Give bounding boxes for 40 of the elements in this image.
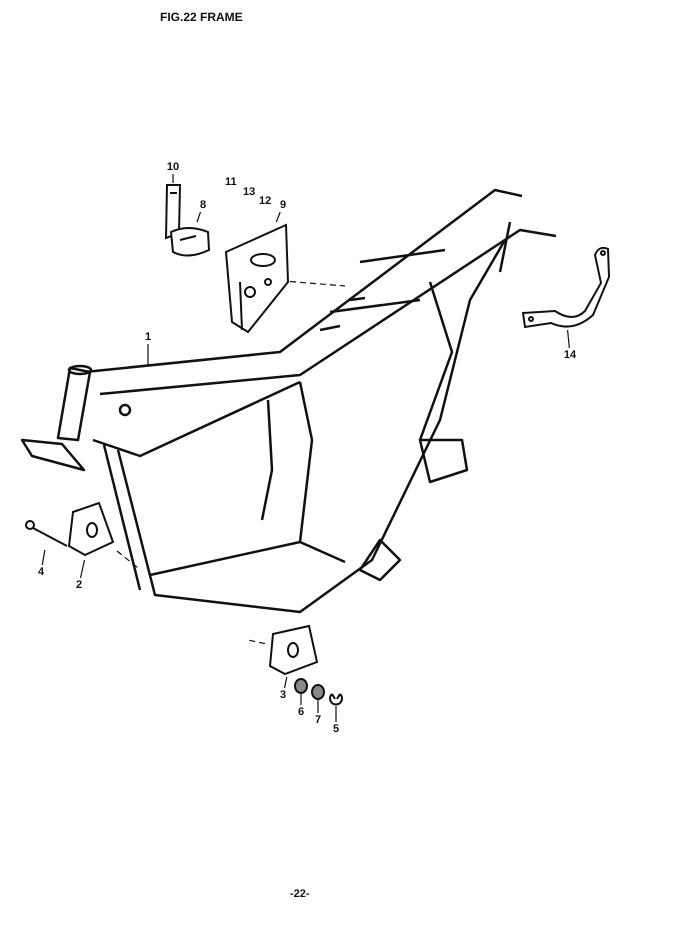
leader-line (300, 694, 302, 705)
callout-number: 4 (33, 565, 49, 579)
callout-number: 5 (328, 722, 344, 736)
callout-number: 3 (275, 688, 291, 702)
callout-number: 13 (243, 186, 256, 198)
callout-number: 7 (310, 713, 326, 727)
callout-number: 12 (259, 195, 272, 207)
bent-bar-drawing (522, 246, 610, 328)
mounting-plate-drawing (68, 502, 114, 556)
mounting-bracket-drawing (224, 223, 290, 334)
callout-number: 10 (165, 160, 181, 174)
leader-line (80, 560, 86, 578)
assembly-line (248, 639, 266, 644)
nut-drawing (294, 678, 308, 694)
assembly-line (116, 550, 138, 568)
mounting-plate-drawing (268, 624, 318, 676)
callout-number: 1 (140, 330, 156, 344)
leader-line (567, 330, 570, 348)
page-number: -22- (290, 888, 310, 900)
strap-drawing (165, 184, 182, 239)
figure-title: FIG.22 FRAME (160, 10, 243, 24)
callout-number: 9 (275, 198, 291, 212)
callout-number: 8 (195, 198, 211, 212)
bolt-drawing (25, 520, 68, 547)
callout-number: 6 (293, 705, 309, 719)
assembly-line (290, 280, 346, 287)
leader-line (196, 212, 202, 222)
callout-number: 14 (562, 348, 578, 362)
pad-drawing (170, 227, 210, 257)
nut-drawing (311, 684, 325, 700)
leader-line (147, 344, 149, 366)
leader-line (317, 700, 319, 713)
callout-number: 11 (225, 176, 237, 188)
leader-line (42, 550, 46, 566)
leader-line (172, 174, 174, 183)
leader-line (276, 212, 281, 222)
callout-number: 2 (71, 578, 87, 592)
leader-line (284, 676, 288, 688)
nut-drawing (329, 693, 343, 706)
leader-line (335, 706, 337, 722)
